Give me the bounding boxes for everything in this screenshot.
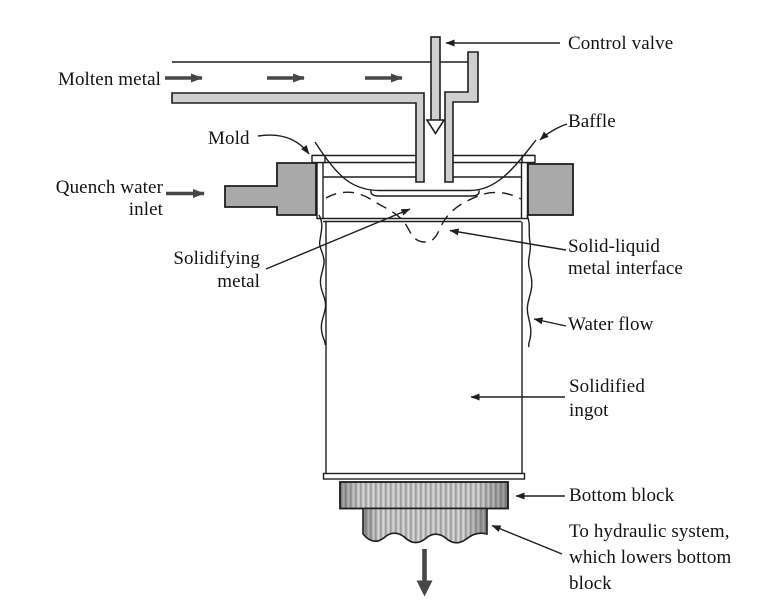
control-valve-rod-arrow-icon xyxy=(425,119,446,136)
leader-mold xyxy=(257,134,310,155)
leader-water-flow xyxy=(533,317,567,327)
control-valve-rod xyxy=(430,36,441,122)
water-flow-wavy-left xyxy=(318,214,327,346)
quench-block-right xyxy=(527,163,574,216)
quench-block-left xyxy=(224,162,317,216)
bottom-block-shape xyxy=(339,481,509,510)
label-molten-metal: Molten metal xyxy=(57,69,161,90)
label-bottom-block: Bottom block xyxy=(569,485,675,506)
mold-wall-left xyxy=(316,162,324,219)
lowering-direction-arrow-icon xyxy=(416,549,433,597)
trough-end-and-spout-right-wall xyxy=(444,51,479,183)
label-control-valve: Control valve xyxy=(568,33,674,54)
hydraulic-ram-shape xyxy=(362,507,488,544)
solid-liquid-interface-line xyxy=(325,191,522,243)
label-baffle: Baffle xyxy=(568,111,616,132)
label-quench-water-inlet: Quench water inlet xyxy=(55,177,163,220)
label-solidifying-metal: Solidifying metal xyxy=(173,248,260,292)
mold-structure xyxy=(311,154,536,223)
leader-solid-liquid-interface xyxy=(449,228,567,251)
label-mold: Mold xyxy=(208,128,250,149)
leader-hydraulic xyxy=(491,524,563,555)
label-hydraulic-system: To hydraulic system, which lowers bottom… xyxy=(569,521,732,594)
leader-baffle xyxy=(539,123,568,141)
baffle-shape xyxy=(314,139,537,197)
label-solid-liquid-interface: Solid-liquid metal interface xyxy=(568,236,683,279)
ingot-bottom-flange xyxy=(322,472,526,480)
mold-wall-right xyxy=(520,162,529,219)
trough-floor-and-spout-left-wall xyxy=(171,92,425,183)
label-water-flow: Water flow xyxy=(568,314,654,335)
leader-solidifying-metal xyxy=(265,208,411,270)
mold-rim-step-right xyxy=(521,154,536,164)
mold-bottom-edge xyxy=(317,217,528,223)
mold-rim-step-left xyxy=(311,154,326,164)
water-flow-wavy-right xyxy=(526,214,533,348)
label-solidified-ingot: Solidified ingot xyxy=(569,376,645,421)
annotation-leaders xyxy=(257,39,568,555)
